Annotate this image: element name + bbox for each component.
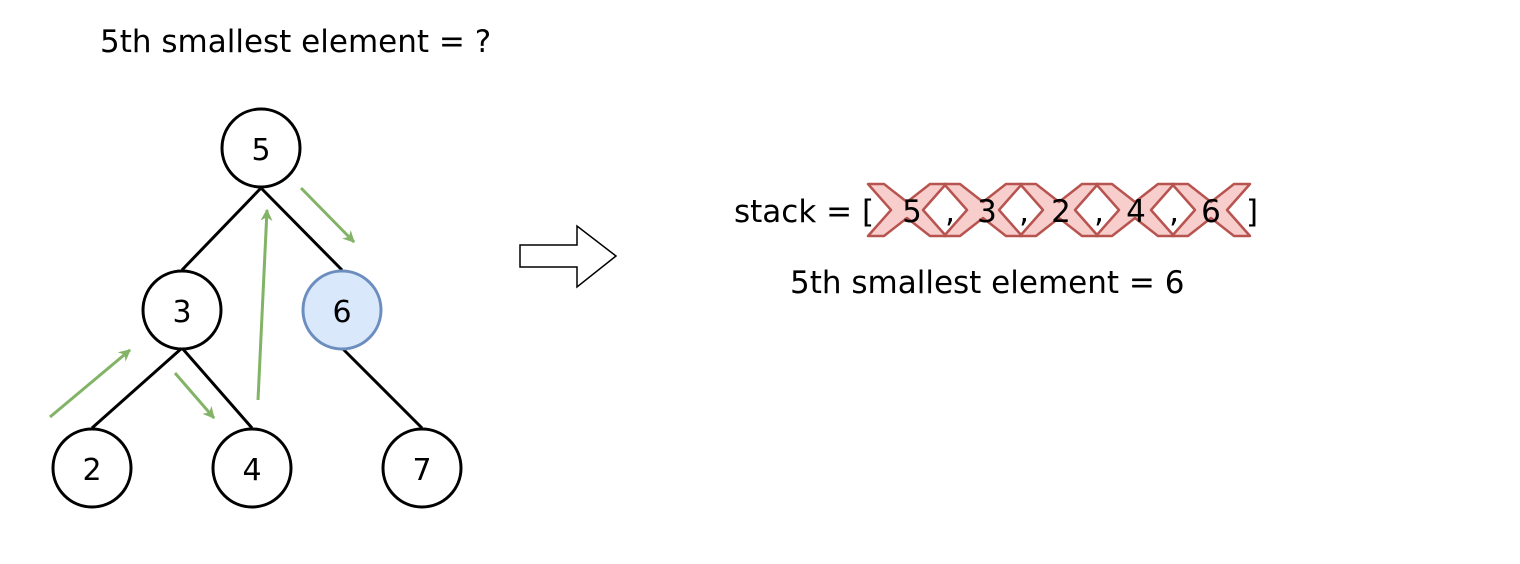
tree-node-2: 2 [51,427,133,509]
stack-prefix: stack = [ [734,194,874,230]
stack-item: 6 [1201,194,1221,230]
tree-node-label: 5 [251,133,270,168]
question-title: 5th smallest element = ? [100,24,491,60]
tree-node-label: 4 [242,453,261,488]
cross-out-icon [1170,182,1252,238]
stack-item: 5 [902,194,922,230]
stack-separator: , [1094,194,1104,230]
tree-node-7: 7 [381,427,463,509]
tree-node-3: 3 [141,269,223,351]
right-hollow-arrow-icon [519,224,618,289]
stack-row: stack = [ 5 , 3 , 2 , 4 , 6 ] [734,194,1258,230]
tree-node-label: 6 [332,295,351,330]
stack-item: 2 [1051,194,1071,230]
tree-node-label: 7 [412,453,431,488]
traversal-arrow-icon [49,348,131,419]
tree-node-5: 5 [220,107,302,189]
stack-suffix: ] [1246,194,1258,230]
tree-node-6-highlighted: 6 [301,269,383,351]
tree-node-4: 4 [211,427,293,509]
stack-cross-outs [866,182,1252,238]
answer-text: 5th smallest element = 6 [790,265,1184,301]
stack-separator: , [1169,194,1179,230]
edge-5-3 [180,186,263,272]
tree-edges [91,186,424,430]
edge-6-7 [340,346,424,430]
stack-item: 3 [977,194,997,230]
edge-3-4 [180,347,254,429]
traversal-arrow-icon [299,186,356,244]
traversal-arrow-icon [173,372,216,419]
stack-separator: , [1019,194,1029,230]
stack-separator: , [945,194,955,230]
stack-item: 4 [1126,194,1146,230]
tree-node-label: 2 [82,453,101,488]
traversal-arrow-icon [256,208,273,401]
edge-5-6 [259,186,344,272]
tree-node-label: 3 [172,295,191,330]
tree-nodes: 5 3 6 2 4 7 [51,107,463,509]
edge-3-2 [91,346,183,430]
traversal-arrows [49,186,356,419]
